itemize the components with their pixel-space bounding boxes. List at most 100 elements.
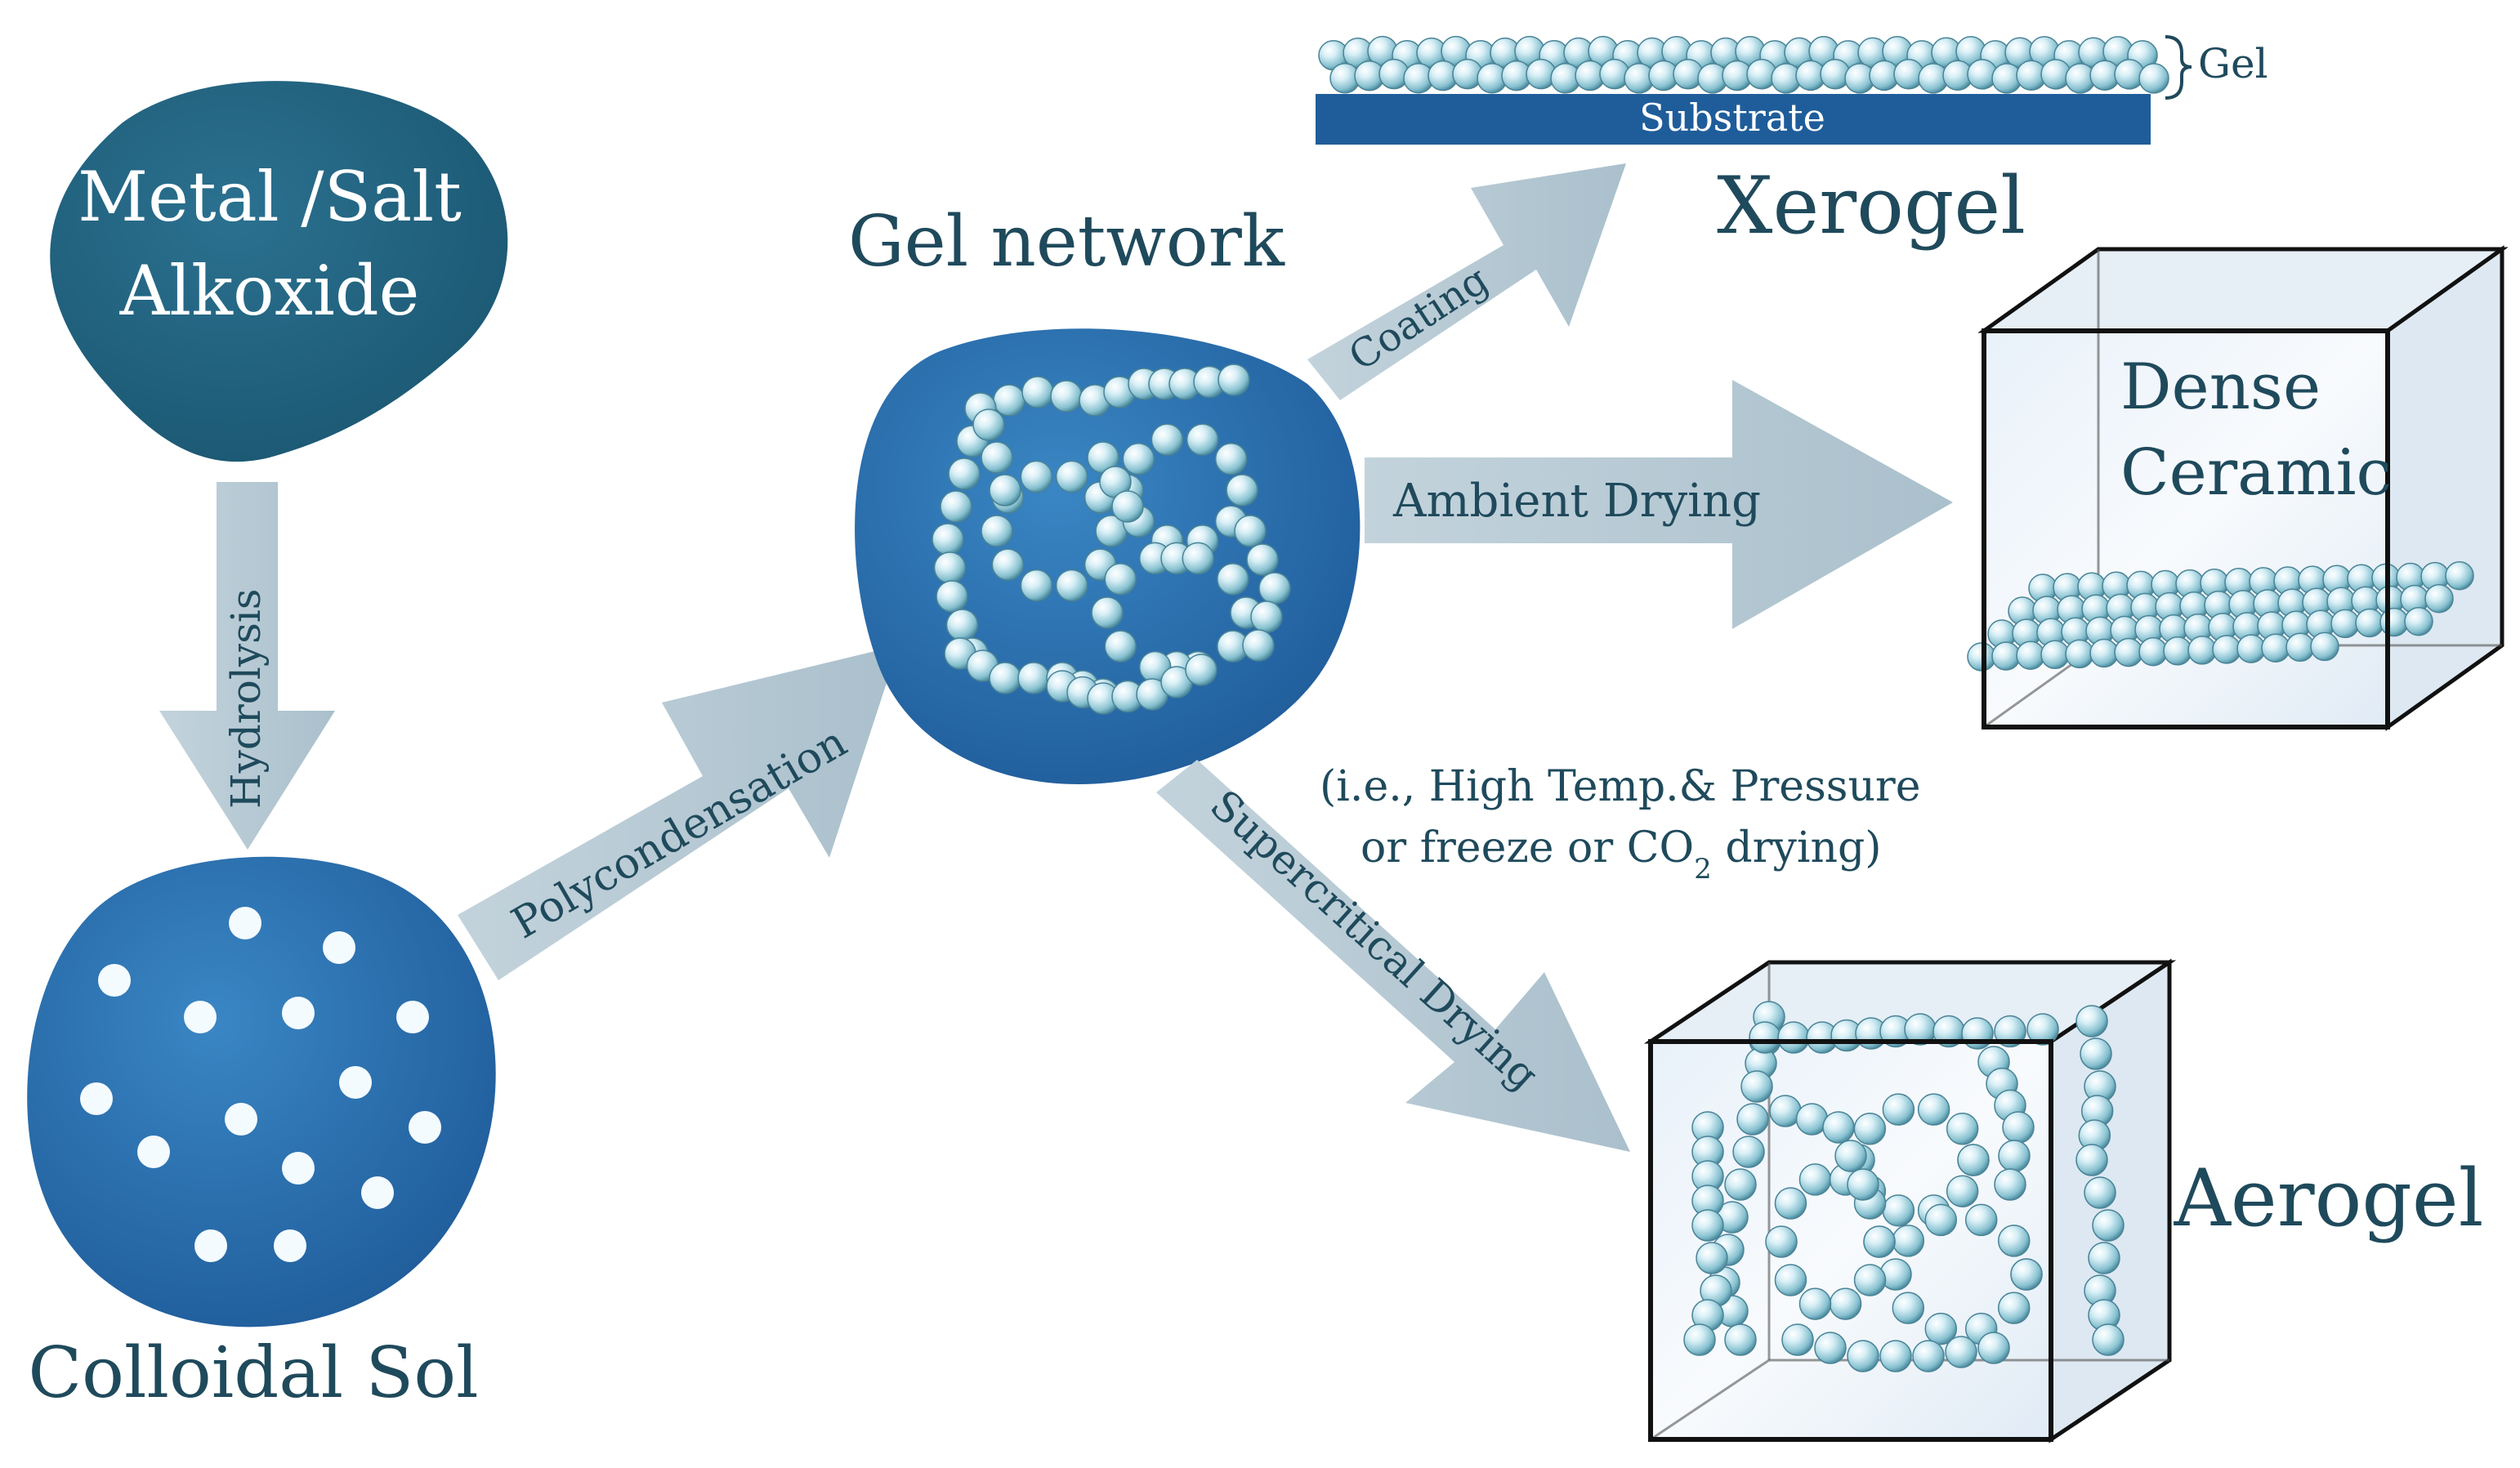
sphere-particle-icon	[1683, 1323, 1716, 1356]
sphere-particle-icon	[1945, 1336, 1977, 1368]
sphere-particle-icon	[2445, 560, 2474, 591]
sphere-particle-icon	[2187, 636, 2217, 665]
sphere-particle-icon	[1226, 474, 1258, 506]
sphere-particle-icon	[1829, 1287, 1862, 1320]
sphere-particle-icon	[2065, 639, 2094, 669]
sphere-particle-icon	[1724, 1168, 1757, 1201]
sphere-particle-icon	[991, 548, 1025, 581]
sphere-particle-icon	[1847, 1168, 1879, 1201]
gel-network-particles	[932, 364, 1291, 715]
sphere-particle-icon	[1055, 569, 1088, 602]
sphere-particle-icon	[1781, 1323, 1814, 1356]
xerogel-node: Substrate Gel Xerogel	[1316, 35, 2268, 252]
sphere-particle-icon	[1997, 1225, 2031, 1257]
sol-particle	[184, 1001, 217, 1033]
sphere-particle-icon	[1020, 569, 1053, 602]
dense-ceramic-particles	[1967, 560, 2474, 672]
sphere-particle-icon	[1853, 1113, 1887, 1145]
sol-particle	[225, 1103, 257, 1136]
sphere-particle-icon	[981, 441, 1013, 474]
sol-particle	[323, 931, 355, 964]
sphere-particle-icon	[1234, 515, 1267, 547]
sphere-particle-icon	[1250, 600, 1283, 633]
sol-particles	[80, 907, 441, 1262]
ambient-drying-arrow: Ambient Drying	[1365, 380, 1953, 629]
sphere-particle-icon	[1185, 654, 1218, 686]
sphere-particle-icon	[2089, 638, 2119, 668]
sphere-particle-icon	[1924, 1203, 1958, 1237]
sphere-particle-icon	[1912, 1340, 1945, 1372]
gel-brace	[2165, 35, 2192, 100]
sphere-particle-icon	[1242, 629, 1275, 662]
sphere-particle-icon	[1882, 1194, 1915, 1227]
sphere-particle-icon	[1186, 423, 1219, 456]
sol-particle	[229, 907, 261, 939]
sphere-particle-icon	[1917, 1093, 1950, 1126]
sol-particle	[282, 1152, 315, 1185]
sphere-particle-icon	[1091, 596, 1124, 629]
sphere-particle-icon	[2092, 1323, 2125, 1356]
sphere-particle-icon	[1853, 1264, 1887, 1296]
sphere-particle-icon	[1724, 1323, 1757, 1356]
sol-particle	[409, 1111, 441, 1144]
sphere-particle-icon	[1182, 542, 1215, 575]
sphere-particle-icon	[981, 515, 1013, 547]
substrate-label: Substrate	[1639, 96, 1825, 140]
sphere-particle-icon	[1997, 1292, 2031, 1324]
precursor-node: Metal /Salt Alkoxide	[50, 81, 508, 462]
sphere-particle-icon	[1946, 1175, 1979, 1207]
aerogel-particles	[1683, 1001, 2125, 1372]
sphere-particle-icon	[2330, 609, 2360, 639]
sphere-particle-icon	[989, 474, 1021, 506]
sphere-particle-icon	[940, 490, 972, 523]
sphere-particle-icon	[1246, 543, 1279, 576]
sphere-particle-icon	[1964, 1203, 1998, 1237]
sphere-particle-icon	[2088, 1242, 2120, 1274]
polycondensation-label: Polycondensation	[504, 717, 856, 948]
supercritical-drying-arrow: Supercritical Drying	[1156, 760, 1630, 1152]
sphere-particle-icon	[2404, 606, 2433, 636]
sphere-particle-icon	[1863, 1225, 1896, 1258]
sphere-particle-icon	[1961, 1017, 1994, 1050]
sphere-particle-icon	[945, 609, 979, 641]
sphere-particle-icon	[1991, 641, 2021, 671]
sphere-particle-icon	[2075, 1005, 2108, 1037]
sphere-particle-icon	[2379, 607, 2409, 637]
sol-particle	[80, 1082, 113, 1115]
sphere-particle-icon	[1998, 1140, 2031, 1172]
coating-arrow: Coating	[1307, 163, 1626, 400]
substrate-bar	[1316, 94, 2151, 145]
sphere-particle-icon	[2002, 1111, 2035, 1144]
sphere-particle-icon	[1151, 423, 1184, 456]
colloidal-sol-blob	[27, 856, 496, 1327]
sphere-particle-icon	[1774, 1187, 1807, 1220]
note-line2-sub: 2	[1694, 853, 1712, 886]
colloidal-sol-label: Colloidal Sol	[28, 1332, 478, 1414]
sphere-particle-icon	[1218, 364, 1250, 396]
note-line2-a: or freeze or CO	[1361, 823, 1694, 872]
sphere-particle-icon	[933, 551, 967, 584]
sol-particle	[282, 997, 315, 1029]
aerogel-label: Aerogel	[2174, 1153, 2484, 1244]
sphere-particle-icon	[1691, 1209, 1724, 1242]
gel-network-node: Gel network	[848, 201, 1361, 784]
sphere-particle-icon	[1946, 1113, 1979, 1145]
sphere-particle-icon	[1924, 1312, 1958, 1345]
sphere-particle-icon	[2092, 1209, 2125, 1242]
sphere-particle-icon	[2355, 608, 2384, 638]
sphere-particle-icon	[972, 408, 1005, 441]
sphere-particle-icon	[2138, 636, 2168, 667]
sphere-particle-icon	[1765, 1225, 1798, 1258]
sphere-particle-icon	[2114, 637, 2143, 667]
sphere-particle-icon	[1814, 1332, 1847, 1364]
sphere-particle-icon	[1977, 1332, 2010, 1364]
sphere-particle-icon	[1736, 1103, 1769, 1136]
sol-particle	[396, 1001, 429, 1033]
sphere-particle-icon	[948, 457, 981, 490]
sphere-particle-icon	[2016, 640, 2045, 670]
sphere-particle-icon	[2212, 635, 2241, 664]
sphere-particle-icon	[1020, 460, 1053, 493]
dense-label-line1: Dense	[2120, 350, 2321, 424]
